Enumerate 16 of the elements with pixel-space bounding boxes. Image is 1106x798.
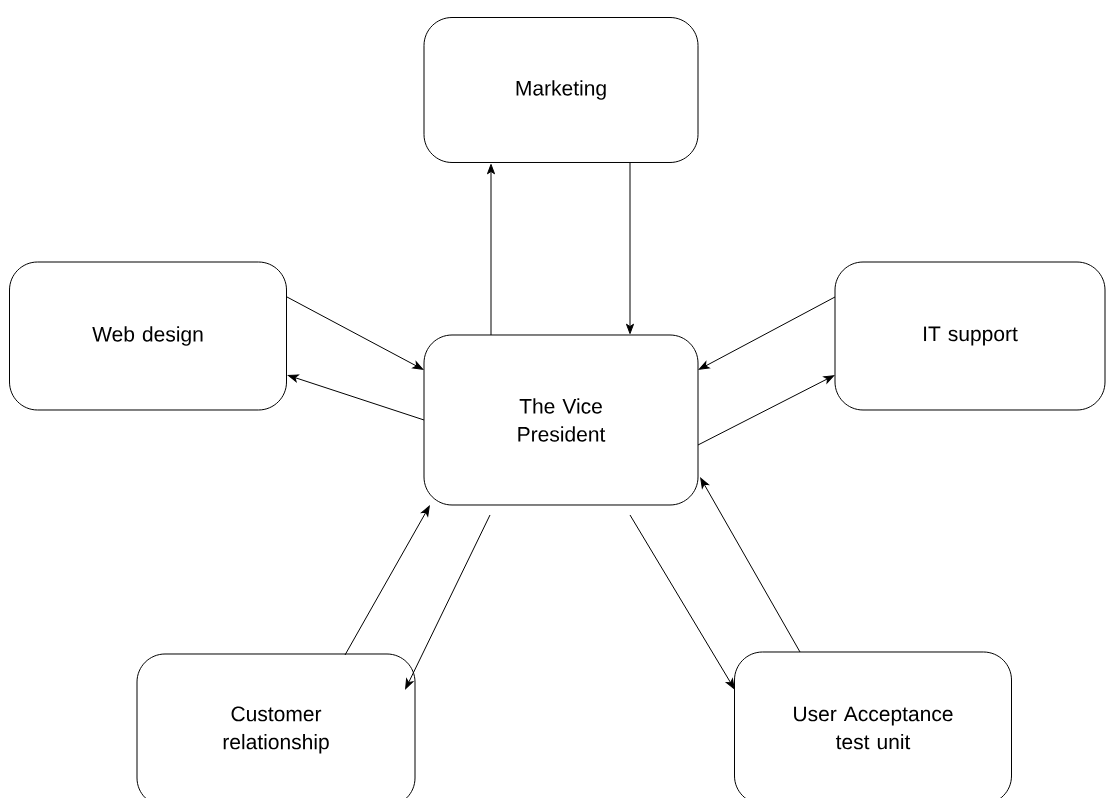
arrow <box>344 505 430 656</box>
arrow <box>625 162 635 335</box>
rounded-box: Customer relationship <box>136 653 416 798</box>
rounded-box: Marketing <box>423 17 699 163</box>
rounded-box: IT support <box>834 261 1106 411</box>
arrow <box>629 514 735 690</box>
arrow <box>697 375 835 446</box>
rounded-box: The Vice President <box>423 334 699 506</box>
arrow <box>486 163 496 336</box>
arrow <box>286 296 424 370</box>
rounded-box: Web design <box>9 261 287 411</box>
arrow <box>287 374 425 421</box>
arrow <box>698 296 836 370</box>
arrow <box>405 514 491 690</box>
rounded-box: User Acceptance test unit <box>734 651 1012 798</box>
arrow <box>700 477 801 653</box>
